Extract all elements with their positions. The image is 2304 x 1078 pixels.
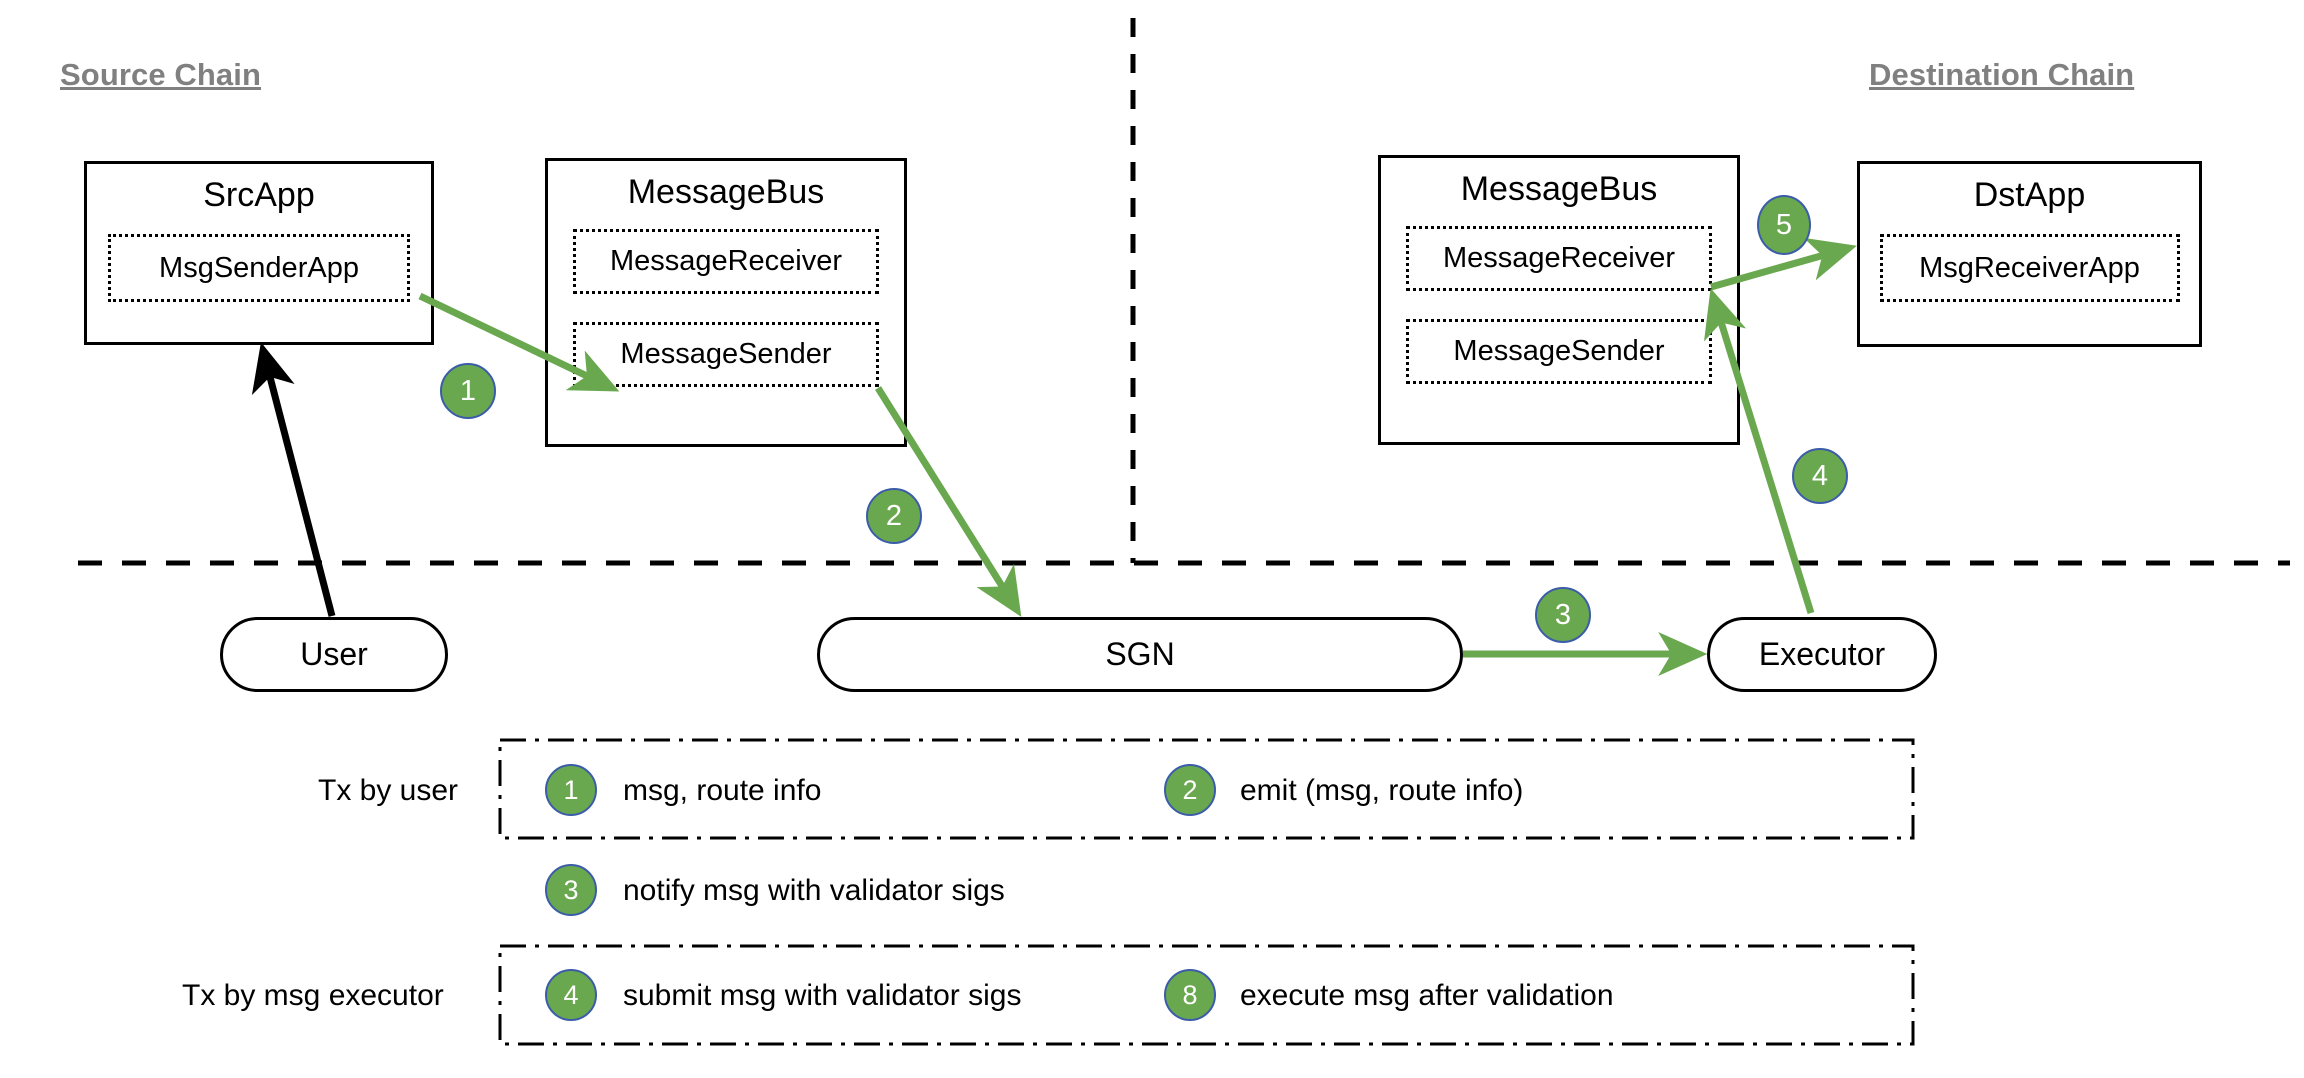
src-message-bus-sub-message-sender[interactable]: MessageSender [573, 322, 879, 387]
dst-app-title: DstApp [1973, 176, 2086, 214]
node-dst-app[interactable]: DstApp MsgReceiverApp [1857, 161, 2202, 347]
node-executor[interactable]: Executor [1707, 617, 1937, 692]
legend-text-4: submit msg with validator sigs [623, 979, 1022, 1012]
legend-text-8: execute msg after validation [1240, 979, 1614, 1012]
dst-message-bus-title: MessageBus [1460, 170, 1658, 208]
node-user[interactable]: User [220, 617, 448, 692]
legend-badge-3: 3 [545, 864, 597, 916]
node-src-message-bus[interactable]: MessageBus MessageReceiver MessageSender [545, 158, 907, 447]
dst-app-sub-label: MsgReceiverApp [1919, 251, 2140, 284]
legend-badge-2-number: 2 [1182, 774, 1198, 805]
flow-badge-2-number: 2 [885, 499, 903, 532]
destination-chain-title: Destination Chain [1869, 57, 2135, 92]
legend-badge-8: 8 [1164, 969, 1216, 1021]
legend-label-tx-by-msg-executor: Tx by msg executor [182, 979, 444, 1012]
source-chain-title: Source Chain [60, 57, 262, 92]
node-dst-message-bus[interactable]: MessageBus MessageReceiver MessageSender [1378, 155, 1740, 445]
flow-badge-4: 4 [1792, 448, 1848, 504]
src-message-bus-title: MessageBus [627, 173, 825, 211]
flow-badge-5: 5 [1757, 195, 1811, 255]
flow-badge-3: 3 [1535, 587, 1591, 643]
src-app-sub-msg-sender-app[interactable]: MsgSenderApp [108, 234, 410, 302]
arrow-5-messagereceiver-to-dstapp [1710, 237, 1857, 291]
node-src-app[interactable]: SrcApp MsgSenderApp [84, 161, 434, 345]
arrow-1-srcapp-to-messagesender [418, 292, 620, 392]
dst-message-bus-sub-message-receiver[interactable]: MessageReceiver [1406, 226, 1712, 291]
flow-badge-1: 1 [440, 363, 496, 419]
flow-badge-4-number: 4 [1811, 459, 1829, 492]
legend-badge-8-number: 8 [1182, 979, 1198, 1010]
arrow-user-to-srcapp [251, 342, 336, 617]
src-app-sub-label: MsgSenderApp [159, 251, 359, 284]
legend-text-1: msg, route info [623, 774, 822, 807]
legend-badge-2: 2 [1164, 764, 1216, 816]
legend-badge-4-number: 4 [563, 979, 579, 1010]
arrow-4-executor-to-messagereceiver [1703, 288, 1815, 615]
flow-badge-3-number: 3 [1554, 598, 1572, 631]
src-message-sender-label: MessageSender [620, 338, 832, 370]
src-message-receiver-label: MessageReceiver [609, 245, 843, 277]
legend-badge-4: 4 [545, 969, 597, 1021]
dst-message-sender-label: MessageSender [1453, 335, 1665, 367]
legend-badge-1-number: 1 [563, 774, 579, 805]
legend-badge-3-number: 3 [563, 874, 579, 905]
legend-text-3: notify msg with validator sigs [623, 874, 1005, 907]
arrow-2-messagesender-to-sgn [875, 386, 1022, 617]
node-sgn[interactable]: SGN [817, 617, 1463, 692]
executor-label: Executor [1758, 636, 1886, 672]
legend-badge-1: 1 [545, 764, 597, 816]
legend-text-2: emit (msg, route info) [1240, 774, 1524, 807]
dst-app-sub-msg-receiver-app[interactable]: MsgReceiverApp [1879, 234, 2180, 302]
legend-border-tx-by-msg-executor [498, 944, 1915, 1046]
dst-message-receiver-label: MessageReceiver [1442, 242, 1676, 274]
sgn-label: SGN [1105, 636, 1175, 672]
flow-badge-1-number: 1 [459, 374, 477, 407]
user-label: User [300, 636, 368, 672]
flow-badge-5-number: 5 [1775, 208, 1793, 241]
legend-label-tx-by-user: Tx by user [318, 774, 459, 807]
src-app-title: SrcApp [203, 176, 315, 214]
dst-message-bus-sub-message-sender[interactable]: MessageSender [1406, 319, 1712, 384]
flow-badge-2: 2 [866, 488, 922, 544]
src-message-bus-sub-message-receiver[interactable]: MessageReceiver [573, 229, 879, 294]
legend-border-tx-by-user [498, 738, 1915, 840]
